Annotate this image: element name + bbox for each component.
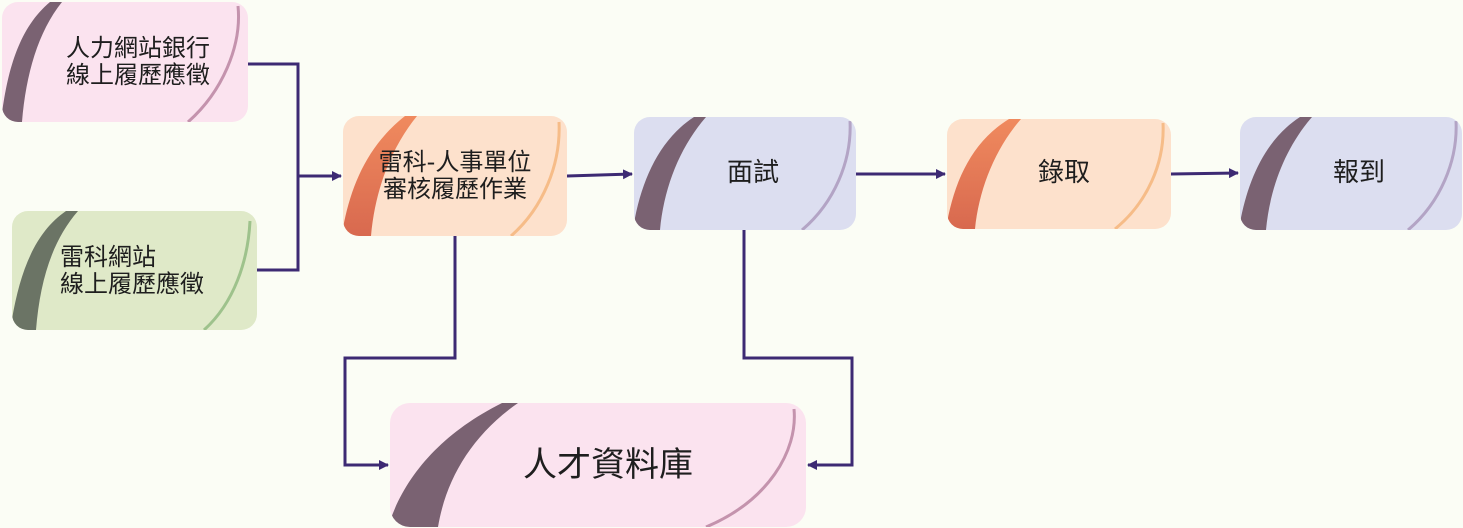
- node-report-for-duty: 報到: [1240, 117, 1462, 230]
- label-line-2: 線上履歷應徵: [60, 269, 204, 298]
- node-label: 雷科-人事單位 審核履歷作業: [343, 116, 567, 236]
- swoosh-decoration: [1240, 117, 1458, 230]
- label-line-1: 雷科網站: [60, 242, 156, 271]
- connector-hr-to-talent: [343, 236, 457, 470]
- node-company-site-application: 雷科網站 線上履歷應徵: [12, 211, 257, 330]
- swoosh-decoration: [12, 211, 252, 330]
- label-line-1: 人才資料庫: [523, 444, 693, 485]
- node-talent-database: 人才資料庫: [390, 403, 806, 527]
- node-label: 人力網站銀行 線上履歷應徵: [2, 2, 248, 122]
- node-label: 雷科網站 線上履歷應徵: [12, 211, 257, 330]
- connector-interview-to-talent: [742, 230, 854, 470]
- node-label: 錄取: [947, 119, 1171, 229]
- connector-hire-to-report: [1170, 168, 1239, 179]
- label-line-1: 人力網站銀行: [66, 34, 210, 63]
- node-hr-resume-review: 雷科-人事單位 審核履歷作業: [343, 116, 567, 236]
- node-label: 面試: [634, 117, 856, 230]
- label-line-2: 線上履歷應徵: [66, 61, 210, 89]
- label-line-1: 錄取: [1037, 158, 1090, 189]
- swoosh-decoration: [947, 119, 1165, 229]
- node-interview: 面試: [634, 117, 856, 230]
- swoosh-decoration: [390, 403, 796, 527]
- node-hired: 錄取: [947, 119, 1171, 229]
- node-label: 人才資料庫: [390, 403, 806, 527]
- label-line-1: 面試: [726, 157, 779, 188]
- label-line-2: 審核履歷作業: [383, 175, 527, 203]
- connector-bank-to-hr: [248, 62, 342, 181]
- label-line-1: 報到: [1332, 157, 1385, 188]
- connector-site-to-hr: [257, 176, 300, 272]
- swoosh-decoration: [2, 2, 241, 122]
- node-job-bank-application: 人力網站銀行 線上履歷應徵: [2, 2, 248, 122]
- swoosh-decoration: [634, 117, 852, 230]
- swoosh-decoration: [343, 116, 561, 236]
- connector-hr-to-interview: [566, 169, 633, 180]
- node-label: 報到: [1240, 117, 1462, 230]
- label-line-1: 雷科-人事單位: [378, 148, 532, 177]
